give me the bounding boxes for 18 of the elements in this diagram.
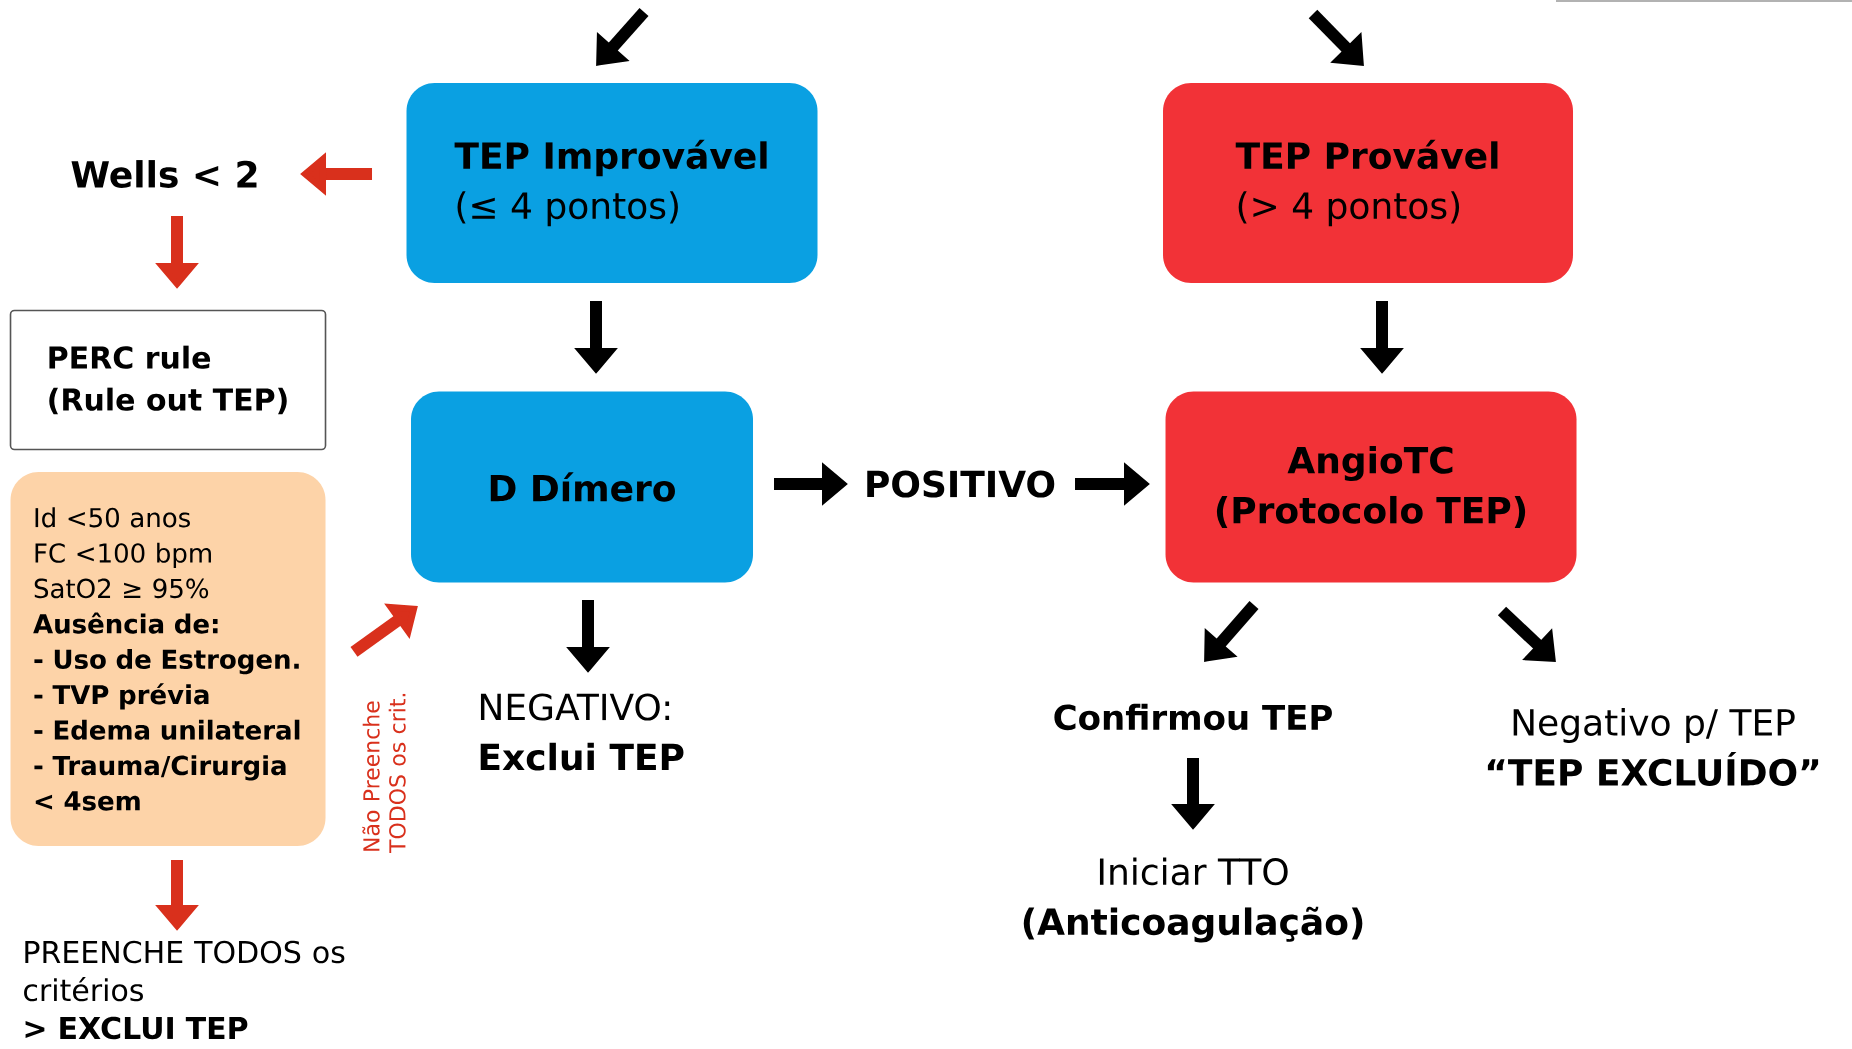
step-text: Wells < 2 (71, 160, 257, 188)
result-text: NEGATIVO: Exclui TEP (480, 693, 684, 771)
arrow (596, 8, 649, 66)
arrow (350, 603, 418, 657)
process-box: D Dímero (411, 391, 753, 583)
result-text: Negativo p/ TEP “TEP EXCLUÍDO” (1487, 708, 1819, 786)
step-text: POSITIVO (867, 470, 1055, 498)
arrow (1204, 601, 1259, 662)
process-box: TEP Improvável (≤ 4 pontos) (406, 83, 818, 283)
edge-label: Não Preenche TODOS os crit. (360, 655, 408, 855)
result-text: Iniciar TTO (Anticoagulação) (1023, 857, 1363, 943)
result-text: Confirmou TEP (1054, 703, 1332, 731)
process-box: AngioTC (Protocolo TEP) (1165, 391, 1577, 583)
process-box: TEP Provável (> 4 pontos) (1163, 83, 1573, 283)
arrow (1497, 606, 1556, 662)
result-text: PREENCHE TODOS os critérios > EXCLUI TEP (24, 940, 345, 1040)
criteria-box: Id <50 anos FC <100 bpm SatO2 ≥ 95% Ausência de: - Uso de Estrogen. - TVP prévia - Edema unilateral - Trauma/Cirurgia < 4sem (10, 472, 326, 846)
arrow (1308, 9, 1364, 66)
